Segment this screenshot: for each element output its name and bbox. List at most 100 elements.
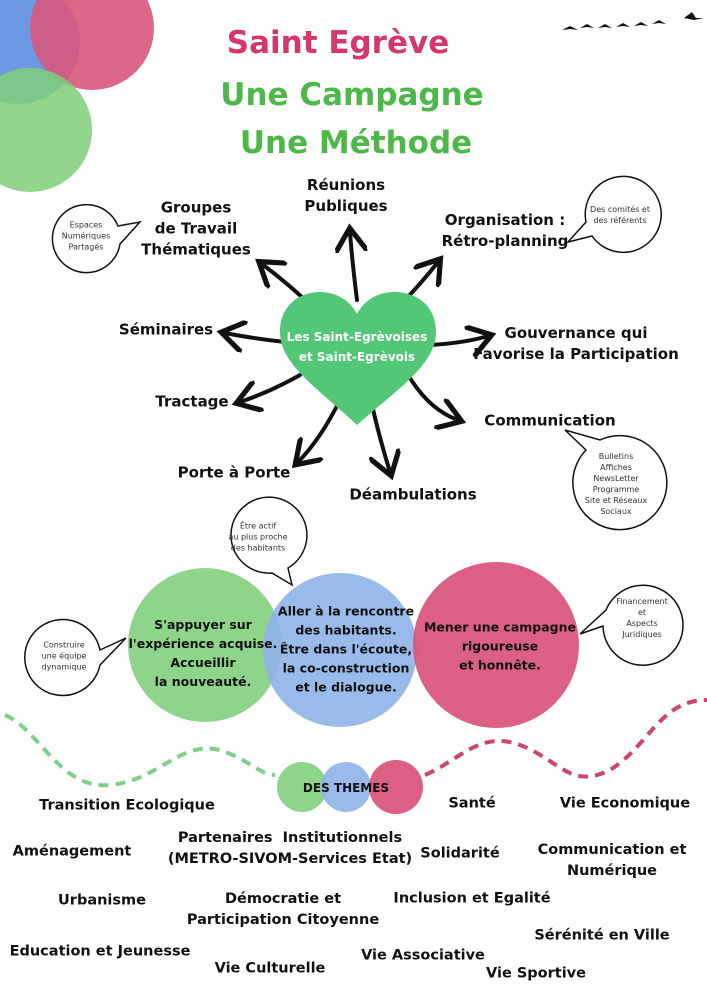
theme-sportive: Vie Sportive	[486, 965, 586, 982]
theme-economique: Vie Economique	[559, 795, 691, 812]
theme-sante: Santé	[448, 795, 496, 812]
text: des habitants.	[295, 622, 397, 638]
theme-culturelle: Vie Culturelle	[214, 960, 326, 977]
text: l'expérience acquise.	[128, 636, 278, 651]
arrow-porte	[298, 398, 342, 462]
theme-urbanisme: Urbanisme	[58, 892, 146, 909]
text: Partagés	[68, 242, 104, 252]
method-porte-a-porte: Porte à Porte	[177, 463, 291, 482]
theme-transition: Transition Ecologique	[39, 797, 215, 814]
text: Espaces	[69, 220, 103, 230]
themes-circle-green	[277, 762, 327, 812]
heart-icon	[280, 292, 436, 425]
text: Gouvernance qui	[504, 324, 648, 342]
principle-blue: Aller à la rencontre des habitants. Être d…	[278, 602, 414, 697]
bubble-comites-text: Des comités et des référents	[590, 204, 650, 226]
text: Rétro-planning	[441, 232, 569, 250]
birds-icon	[562, 12, 704, 30]
arrow-deambulations	[372, 403, 390, 472]
text: Thématiques	[141, 240, 251, 259]
title-line1: Saint Egrève	[226, 25, 450, 61]
text: Numériques	[61, 231, 111, 241]
center-line1: Les Saint-Egrèvoises	[286, 330, 428, 344]
center-label: Les Saint-Egrèvoises et Saint-Egrèvois	[287, 327, 428, 367]
text: au plus proche	[228, 532, 288, 542]
text: Des comités et	[590, 205, 650, 214]
circle-blue	[263, 573, 417, 727]
text: (METRO-SIVOM-Services Etat)	[167, 851, 413, 867]
method-seminaires: Séminaires	[118, 320, 214, 339]
text: rigoureuse	[461, 638, 539, 654]
text: Financement	[616, 597, 668, 606]
method-organisation: Organisation : Rétro-planning	[442, 210, 569, 252]
text: Partenaires Institutionnels	[177, 830, 403, 846]
bubble-espaces	[51, 203, 143, 274]
text: Aller à la rencontre	[277, 603, 415, 619]
deco-circle-pink	[30, 0, 154, 90]
text: une équipe	[41, 651, 87, 661]
text: S'appuyer sur	[154, 617, 252, 632]
text: et	[637, 608, 647, 617]
themes-circle-pink	[369, 760, 423, 814]
bubble-actif	[230, 496, 308, 587]
dashed-wave-pink	[424, 698, 707, 779]
arrow-tractage	[240, 373, 302, 402]
text: Bulletins	[598, 452, 634, 461]
text: Site et Réseaux	[584, 496, 648, 505]
theme-solidarite: Solidarité	[420, 845, 500, 862]
text: Mener une campagne	[423, 619, 577, 635]
deco-circle-green	[0, 68, 92, 192]
text: Être actif	[239, 521, 277, 531]
text: et honnête.	[459, 657, 541, 673]
text: Organisation :	[444, 211, 566, 229]
text: Programme	[592, 485, 640, 494]
text: Publiques	[304, 197, 388, 215]
theme-education: Education et Jeunesse	[9, 943, 191, 960]
text: des habitants	[230, 543, 286, 553]
text: et le dialogue.	[295, 679, 397, 695]
bubble-financement	[579, 584, 684, 666]
arrow-seminaires	[225, 333, 287, 342]
text: Construire	[43, 640, 85, 650]
title-line2: Une Campagne	[220, 77, 484, 113]
theme-amenagement: Aménagement	[12, 843, 132, 860]
bubble-comm	[564, 429, 668, 531]
text: Participation Citoyenne	[186, 912, 380, 928]
text: Favorise la Participation	[473, 345, 679, 363]
circle-green	[128, 568, 282, 722]
theme-associative: Vie Associative	[361, 947, 485, 964]
text: Être dans l'écoute,	[279, 641, 413, 657]
theme-serenite: Sérénité en Ville	[534, 927, 670, 944]
text: de Travail	[154, 219, 238, 238]
arrow-gouvernance	[428, 336, 488, 345]
text: Accueillir	[170, 655, 236, 670]
title-line3: Une Méthode	[239, 125, 473, 161]
themes-title: DES THEMES	[302, 781, 390, 795]
bubble-equipe	[23, 618, 127, 697]
bubble-comites	[565, 175, 662, 254]
theme-partenaires: Partenaires Institutionnels (METRO-SIVOM-…	[168, 828, 412, 870]
text: Sociaux	[600, 507, 632, 516]
arrow-communication	[408, 376, 458, 420]
text: Groupes	[160, 198, 232, 217]
text: dynamique	[41, 662, 87, 672]
text: Communication et	[537, 842, 687, 858]
text: Juridiques	[622, 630, 662, 639]
circle-pink	[413, 562, 579, 728]
text: la co-construction	[282, 660, 410, 676]
center-line2: et Saint-Egrèvois	[298, 350, 416, 364]
text: Affiches	[600, 463, 632, 472]
text: des référents	[593, 216, 647, 225]
text: la nouveauté.	[154, 674, 252, 689]
